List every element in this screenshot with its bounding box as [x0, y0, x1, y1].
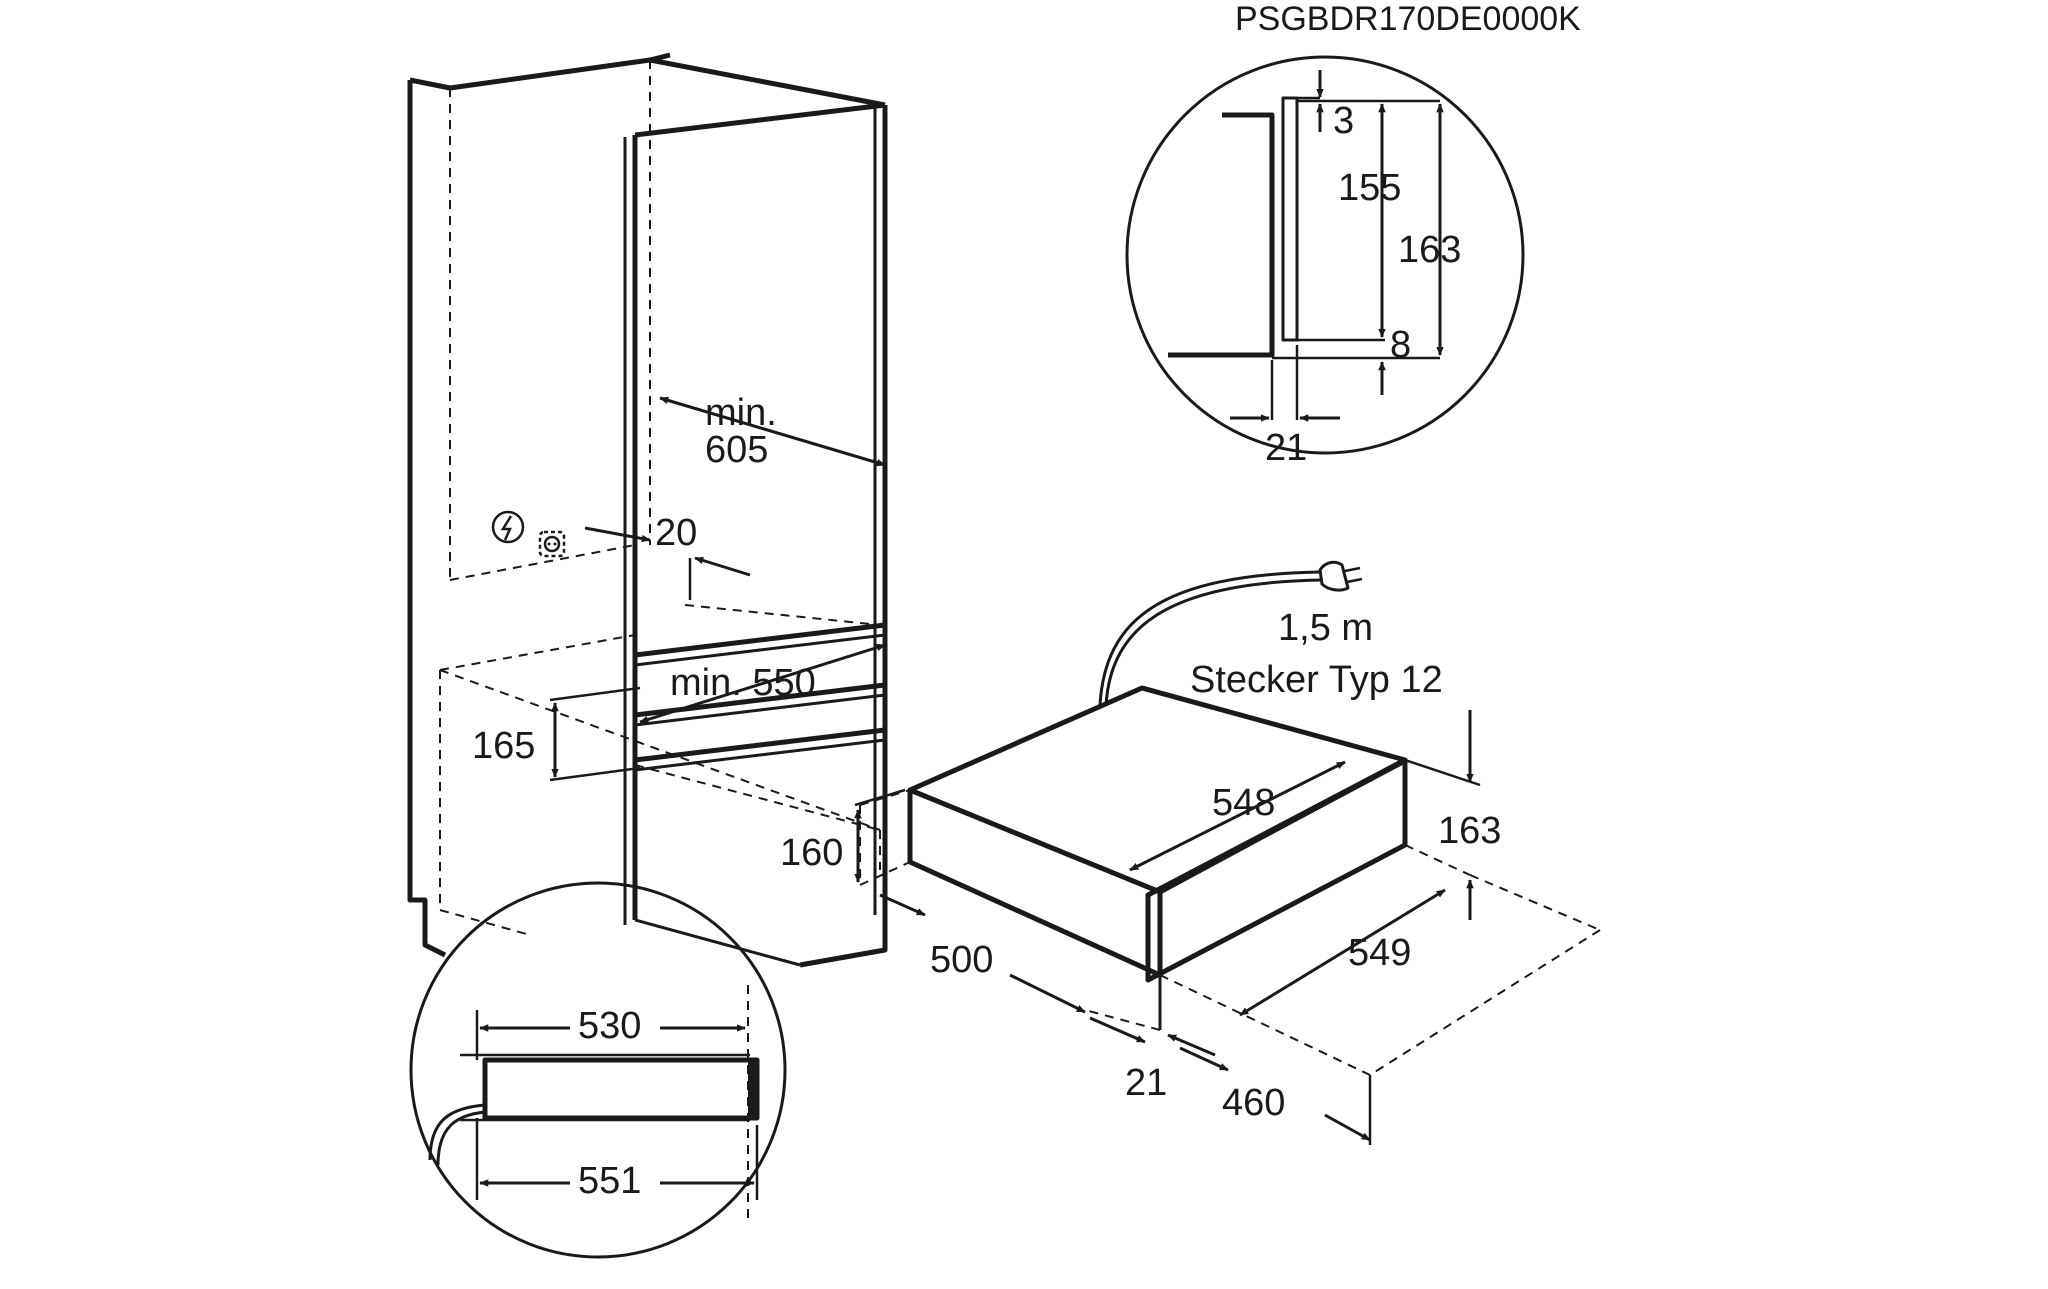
gap-top-label: 3 [1333, 100, 1354, 142]
total-height-label: 163 [1398, 229, 1461, 271]
detail-circle-top [1125, 55, 1525, 455]
cable-length-label: 1,5 m [1278, 607, 1373, 649]
top-width-label: 548 [1212, 782, 1275, 824]
body-height-label: 160 [780, 832, 843, 874]
plug-type-label: Stecker Typ 12 [1190, 659, 1443, 701]
gap-bottom-label: 8 [1390, 324, 1411, 366]
body-depth-label: 500 [930, 939, 993, 981]
depth-label-line2: 605 [705, 429, 768, 471]
socket-offset-label: 20 [655, 512, 697, 554]
niche-height-label: 165 [472, 725, 535, 767]
outer-width-label: 551 [578, 1160, 641, 1202]
front-width-label: 549 [1348, 932, 1411, 974]
cabinet [407, 52, 888, 968]
niche-depth-line [639, 643, 886, 724]
total-depth-label: 460 [1222, 1082, 1285, 1124]
inner-height-label: 155 [1338, 167, 1401, 209]
inner-width-label: 530 [578, 1005, 641, 1047]
niche-depth-label: min. 550 [670, 662, 816, 704]
top-width-line [1129, 760, 1346, 872]
front-width-line [1239, 888, 1446, 1017]
front-height-label: 163 [1438, 810, 1501, 852]
depth-label-line1: min. [705, 392, 777, 434]
lightning-icon [491, 510, 525, 544]
depth-605-line [659, 396, 886, 467]
model-code: PSGBDR170DE0000K [1235, 0, 1581, 38]
socket-icon [538, 530, 566, 558]
thickness-label: 21 [1265, 427, 1307, 469]
front-thickness-label: 21 [1125, 1062, 1167, 1104]
plug-icon [1318, 560, 1363, 592]
